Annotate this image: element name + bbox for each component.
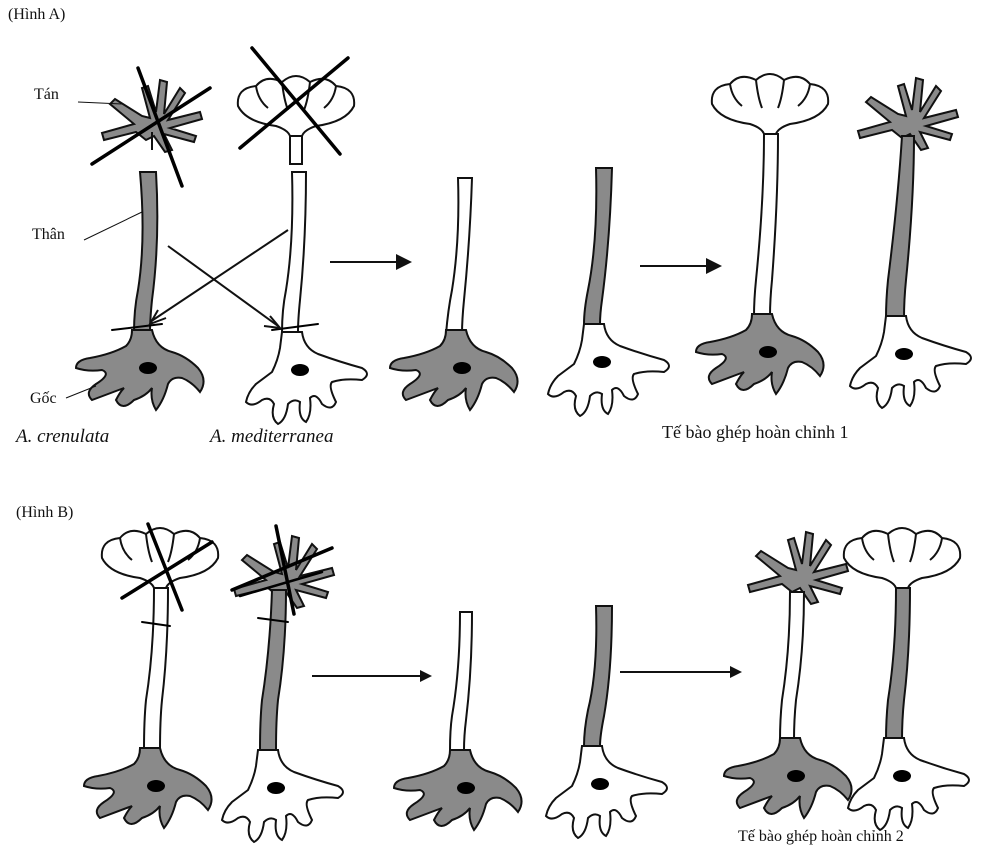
complete-graft-1a — [696, 74, 828, 394]
complete-graft-2a — [724, 532, 852, 818]
crenulata-cell-a — [76, 68, 210, 410]
intermediate-graft-b1 — [394, 612, 522, 830]
mediterranea-cell-b — [222, 526, 343, 842]
mediterranea-cell-a — [238, 48, 367, 424]
exchange-arrow-2 — [150, 230, 288, 322]
intermediate-graft-b2 — [546, 606, 667, 838]
complete-graft-2b — [844, 528, 969, 830]
complete-graft-1b — [850, 78, 971, 408]
exchange-arrow-1 — [168, 246, 278, 326]
intermediate-graft-a1 — [390, 178, 518, 410]
crenulata-cell-b — [84, 524, 218, 828]
intermediate-graft-a2 — [548, 168, 669, 416]
